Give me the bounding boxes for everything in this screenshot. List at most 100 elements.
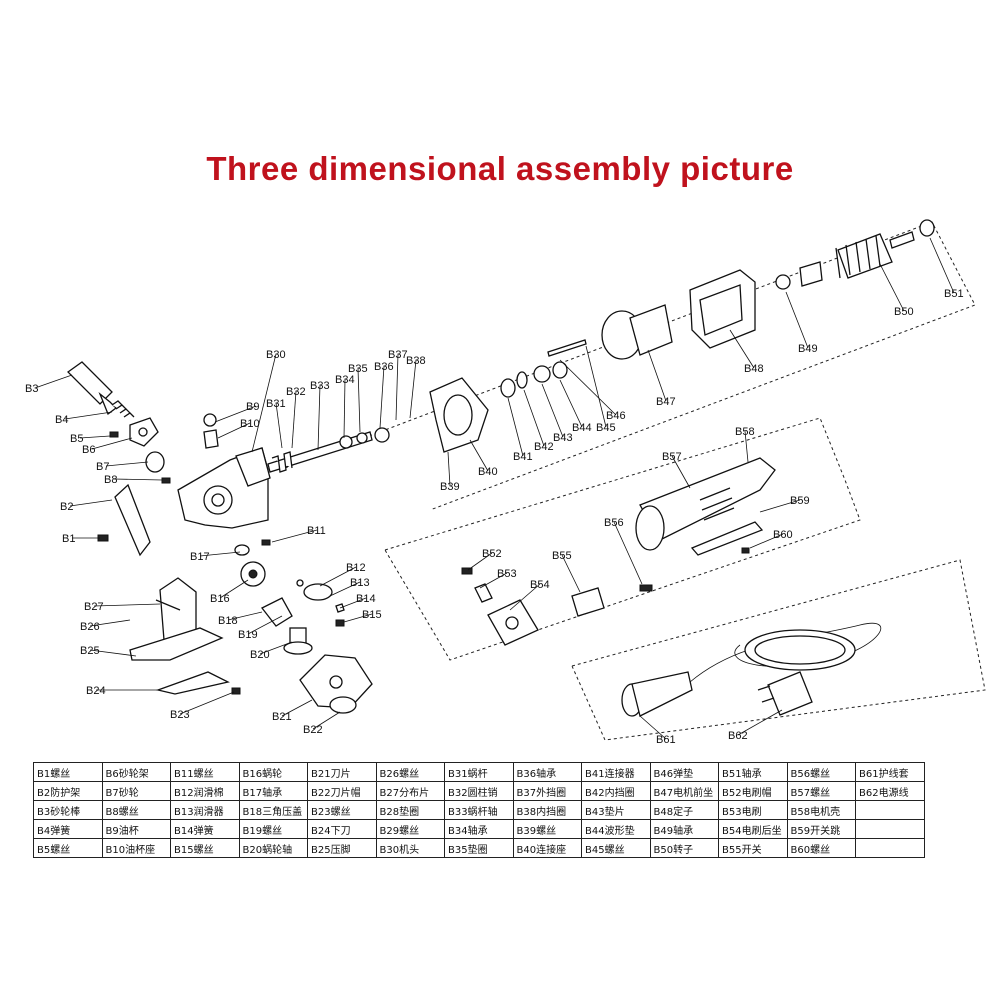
parts-table-cell: B54电刷后坐 (718, 819, 788, 839)
leader-line-b57 (671, 455, 691, 489)
parts-table-cell: B35垫圈 (444, 838, 514, 858)
part-label-b9: B9 (246, 401, 259, 413)
leader-line-b46 (559, 359, 617, 416)
leader-line-b42 (523, 389, 545, 447)
part-label-b22: B22 (303, 724, 323, 736)
grinder-bracket-part (129, 417, 159, 447)
parts-table-cell: B32圆柱销 (444, 781, 514, 801)
parts-table-cell: B10油杯座 (101, 838, 171, 858)
part-label-b15: B15 (362, 609, 382, 621)
screw-b56-part (639, 584, 653, 592)
part-label-b10: B10 (240, 418, 260, 430)
part-label-b52: B52 (482, 548, 502, 560)
part-label-b1: B1 (62, 533, 75, 545)
lubricator-part (303, 583, 333, 601)
parts-table-cell (855, 838, 925, 858)
parts-table-cell: B2防护架 (33, 781, 103, 801)
leader-line-b37 (395, 353, 399, 421)
gasket-part (533, 365, 551, 383)
brush-part (474, 583, 493, 603)
leader-line-b35 (357, 367, 361, 433)
part-label-b6: B6 (82, 444, 95, 456)
parts-table-cell: B58电机壳 (786, 800, 856, 820)
cord-group-outline (571, 559, 986, 741)
parts-table-cell: B48定子 (649, 800, 719, 820)
washer-b35 (356, 432, 368, 444)
worm-gear-part (240, 561, 266, 587)
blade-part (299, 654, 373, 709)
plug-part (757, 671, 813, 716)
parts-table-cell: B61护线套 (855, 762, 925, 782)
leader-line-b44 (559, 379, 583, 428)
leader-line-b60 (749, 533, 784, 549)
parts-table-cell: B4弹簧 (33, 819, 103, 839)
part-label-b35: B35 (348, 363, 368, 375)
part-label-b3: B3 (25, 383, 38, 395)
part-label-b4: B4 (55, 414, 68, 426)
part-label-b26: B26 (80, 621, 100, 633)
screw-b60-part (741, 547, 750, 554)
assembly-diagram: B1B2B3B4B5B6B7B8B9B10B11B12B13B14B15B16B… (25, 219, 986, 746)
parts-table-cell: B24下刀 (307, 819, 377, 839)
parts-table-cell: B12润滑棉 (170, 781, 240, 801)
part-label-b39: B39 (440, 481, 460, 493)
parts-table-cell: B41连接器 (581, 762, 651, 782)
leader-line-b41 (507, 397, 524, 457)
head-housing-part (177, 447, 271, 529)
parts-table-cell: B11螺丝 (170, 762, 240, 782)
parts-table-cell: B44波形垫 (581, 819, 651, 839)
leader-line-b62 (737, 709, 783, 736)
parts-table-cell: B29螺丝 (375, 819, 445, 839)
part-label-b48: B48 (744, 363, 764, 375)
switch-trigger-part (690, 521, 764, 556)
leader-line-b11 (271, 529, 318, 543)
leader-line-b27 (93, 603, 161, 607)
parts-table-cell: B28垫圈 (375, 800, 445, 820)
part-label-b11: B11 (307, 525, 326, 537)
parts-table-cell: B60螺丝 (786, 838, 856, 858)
leader-line-b7 (105, 461, 149, 467)
leader-line-b31 (275, 402, 283, 449)
parts-table-cell: B56螺丝 (786, 762, 856, 782)
screw-b45-part (547, 339, 587, 357)
bearing-b17 (234, 544, 250, 556)
parts-table-cell: B57螺丝 (786, 781, 856, 801)
cord-guard-part (621, 671, 693, 717)
parts-table-cell: B62电源线 (855, 781, 925, 801)
parts-table-cell: B42内挡圈 (581, 781, 651, 801)
part-label-b32: B32 (286, 386, 306, 398)
part-label-b23: B23 (170, 709, 190, 721)
leader-line-b38 (409, 359, 417, 419)
parts-table-cell: B59开关跳 (786, 819, 856, 839)
parts-table-cell: B30机头 (375, 838, 445, 858)
parts-table-cell: B37外挡圈 (512, 781, 582, 801)
leader-line-b14 (339, 597, 367, 609)
part-label-b33: B33 (310, 380, 330, 392)
leader-line-b54 (509, 583, 541, 611)
parts-table-cell: B43垫片 (581, 800, 651, 820)
parts-table-cell (855, 800, 925, 820)
parts-table-cell: B14弹簧 (170, 819, 240, 839)
bearing-b36 (374, 427, 390, 443)
brush-cap-part (461, 567, 473, 575)
part-label-b19: B19 (238, 629, 258, 641)
parts-table-cell: B5螺丝 (33, 838, 103, 858)
part-label-b13: B13 (350, 577, 370, 589)
leader-line-b45 (585, 345, 607, 428)
part-label-b36: B36 (374, 361, 394, 373)
leader-line-b16 (219, 579, 249, 599)
part-label-b16: B16 (210, 593, 230, 605)
leader-line-b51 (929, 237, 955, 294)
lower-blade-part (155, 671, 230, 695)
part-label-b58: B58 (735, 426, 755, 438)
part-label-b44: B44 (572, 422, 592, 434)
oil-cup-seat-part (203, 429, 219, 449)
leader-line-b30 (251, 353, 277, 453)
part-label-b40: B40 (478, 466, 498, 478)
worm-gear-shaft-part (283, 627, 313, 655)
leader-line-b20 (259, 641, 293, 655)
grinding-wheel-part (145, 451, 165, 473)
diagram-title: Three dimensional assembly picture (206, 150, 794, 187)
screw-b23-part (231, 687, 241, 695)
